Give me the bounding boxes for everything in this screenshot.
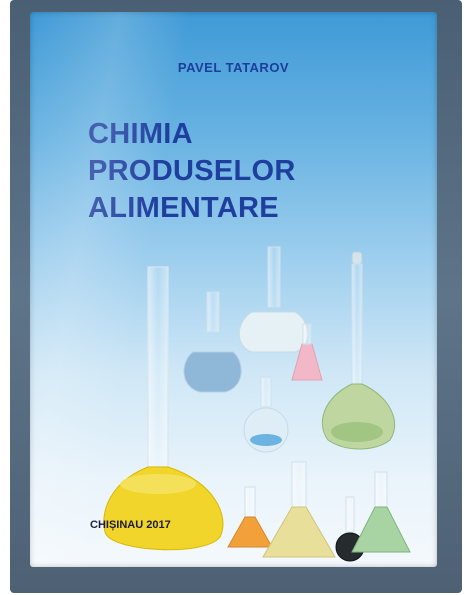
clear-flask-center bbox=[238, 246, 309, 353]
small-blue-flask bbox=[243, 376, 289, 453]
yellowgreen-conical-flask bbox=[262, 461, 336, 558]
dark-bottle bbox=[335, 496, 365, 562]
orange-conical-flask bbox=[227, 486, 273, 548]
blue-round-flask-left bbox=[183, 291, 242, 393]
author-name: PAVEL TATAROV bbox=[177, 60, 290, 75]
place-year: CHIȘINAU 2017 bbox=[90, 519, 171, 531]
title-line-1: CHIMIA bbox=[88, 118, 193, 150]
book-cover: PAVEL TATAROV CHIMIA PRODUSELOR ALIMENTA… bbox=[30, 12, 437, 567]
glassware-illustration bbox=[103, 246, 411, 562]
title-line-2: PRODUSELOR bbox=[88, 155, 296, 187]
title-line-3: ALIMENTARE bbox=[88, 192, 279, 224]
yellow-volumetric-flask bbox=[103, 266, 224, 551]
green-volumetric-flask bbox=[321, 251, 396, 450]
pink-flask bbox=[291, 323, 323, 381]
green-conical-flask bbox=[351, 471, 411, 553]
